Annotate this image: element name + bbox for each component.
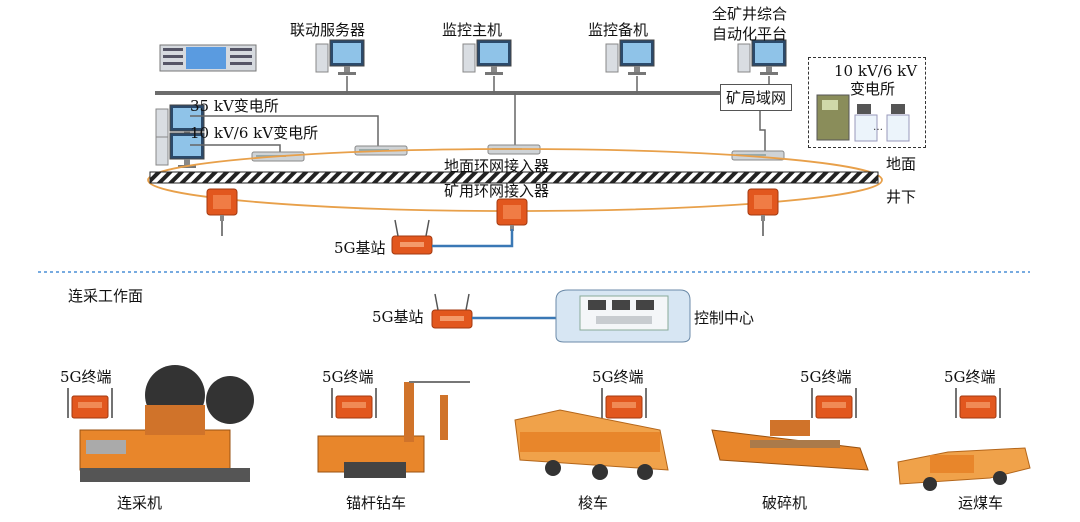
crusher-icon: [711, 420, 869, 471]
machine-label-coal-hauler: 运煤车: [958, 494, 1004, 512]
base-station-5g-icon: [391, 219, 433, 255]
mine-platform-label-1: 全矿井综合: [712, 5, 788, 23]
mine-ring-access-icon: [747, 188, 779, 237]
machine-label-roof-bolter: 锚杆钻车: [346, 494, 407, 512]
substation-10-6kv-label: 10 kV/6 kV变电所: [190, 124, 319, 142]
base-station-5g-lower-label: 5G基站: [372, 308, 424, 326]
control-center-icon: [555, 289, 691, 343]
continuous-miner-icon: [79, 365, 254, 482]
terminal-label: 5G终端: [60, 368, 112, 386]
mine-ring-access-label: 矿用环网接入器: [444, 182, 550, 200]
terminal-5g-icon: [331, 387, 377, 419]
monitor-host-workstation-icon: [462, 39, 512, 76]
substation-35kv-label: 35 kV变电所: [190, 97, 279, 115]
dashed-substation-label-1: 10 kV/6 kV: [834, 62, 918, 80]
machine-label-crusher: 破碎机: [762, 494, 808, 512]
mine-ring-access-icon: [206, 188, 238, 237]
substation-cabinet-icon: …: [816, 94, 910, 142]
svg-text:…: …: [873, 122, 883, 133]
terminal-5g-icon: [811, 387, 857, 419]
monitor-host-label: 监控主机: [442, 21, 503, 39]
workface-label: 连采工作面: [68, 287, 144, 305]
roof-bolter-icon: [317, 381, 470, 478]
machine-label-continuous-miner: 连采机: [117, 494, 163, 512]
terminal-label: 5G终端: [944, 368, 996, 386]
linkage-server-label: 联动服务器: [290, 21, 366, 39]
terminal-5g-icon: [601, 387, 647, 419]
dashed-substation-label-2: 变电所: [850, 80, 896, 98]
mine-lan-box: 矿局域网: [720, 84, 793, 111]
terminal-label: 5G终端: [322, 368, 374, 386]
machine-label-shuttle-car: 梭车: [578, 494, 609, 512]
surface-boundary: [149, 171, 879, 184]
monitor-backup-label: 监控备机: [588, 21, 649, 39]
control-center-label: 控制中心: [694, 309, 755, 327]
mine-platform-label-2: 自动化平台: [712, 25, 788, 43]
underground-label: 井下: [886, 188, 917, 206]
terminal-label: 5G终端: [800, 368, 852, 386]
base-station-5g-label: 5G基站: [334, 239, 386, 257]
base-station-5g-icon: [431, 293, 473, 329]
linkage-server-workstation-icon: [315, 39, 365, 76]
platform-workstation-icon: [737, 39, 787, 76]
monitor-backup-workstation-icon: [605, 39, 655, 76]
terminal-5g-icon: [67, 387, 113, 419]
ground-label: 地面: [886, 155, 917, 173]
substation-dashed-box: [808, 57, 926, 148]
ground-ring-access-label: 地面环网接入器: [444, 157, 550, 175]
server-rack-icon: [159, 44, 257, 72]
terminal-5g-icon: [955, 387, 1001, 419]
coal-hauler-icon: [897, 447, 1031, 491]
terminal-label: 5G终端: [592, 368, 644, 386]
shuttle-car-icon: [514, 409, 669, 480]
